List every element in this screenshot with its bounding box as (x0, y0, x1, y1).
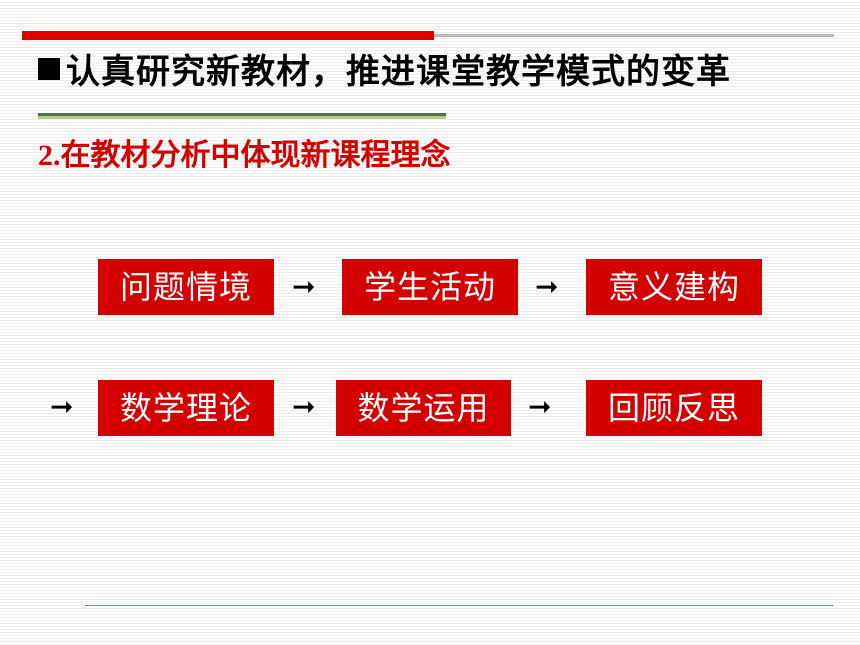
subtitle-number: 2. (38, 139, 61, 172)
flow-box-math-application: 数学运用 (336, 380, 511, 436)
slide-heading: 认真研究新教材，推进课堂教学模式的变革 (38, 50, 798, 94)
square-bullet-icon (38, 58, 60, 80)
slide-subtitle: 2.在教材分析中体现新课程理念 (38, 136, 451, 176)
heading-text: 认真研究新教材，推进课堂教学模式的变革 (66, 52, 731, 92)
flow-box-student-activity: 学生活动 (342, 259, 518, 315)
flow-box-review-reflection: 回顾反思 (586, 380, 762, 436)
flow-box-meaning-construction: 意义建构 (586, 259, 762, 315)
right-arrow-icon: ➞ (50, 390, 74, 423)
right-arrow-icon: ➞ (292, 270, 316, 303)
top-gray-line (434, 34, 834, 37)
subtitle-text: 在教材分析中体现新课程理念 (60, 138, 451, 173)
flow-box-math-theory: 数学理论 (98, 380, 274, 436)
right-arrow-icon: ➞ (528, 390, 552, 423)
right-arrow-icon: ➞ (292, 390, 316, 423)
bottom-rule (85, 605, 833, 606)
top-red-bar (22, 31, 434, 40)
flow-box-problem-situation: 问题情境 (98, 259, 274, 315)
right-arrow-icon: ➞ (535, 270, 559, 303)
green-underline (38, 113, 446, 119)
